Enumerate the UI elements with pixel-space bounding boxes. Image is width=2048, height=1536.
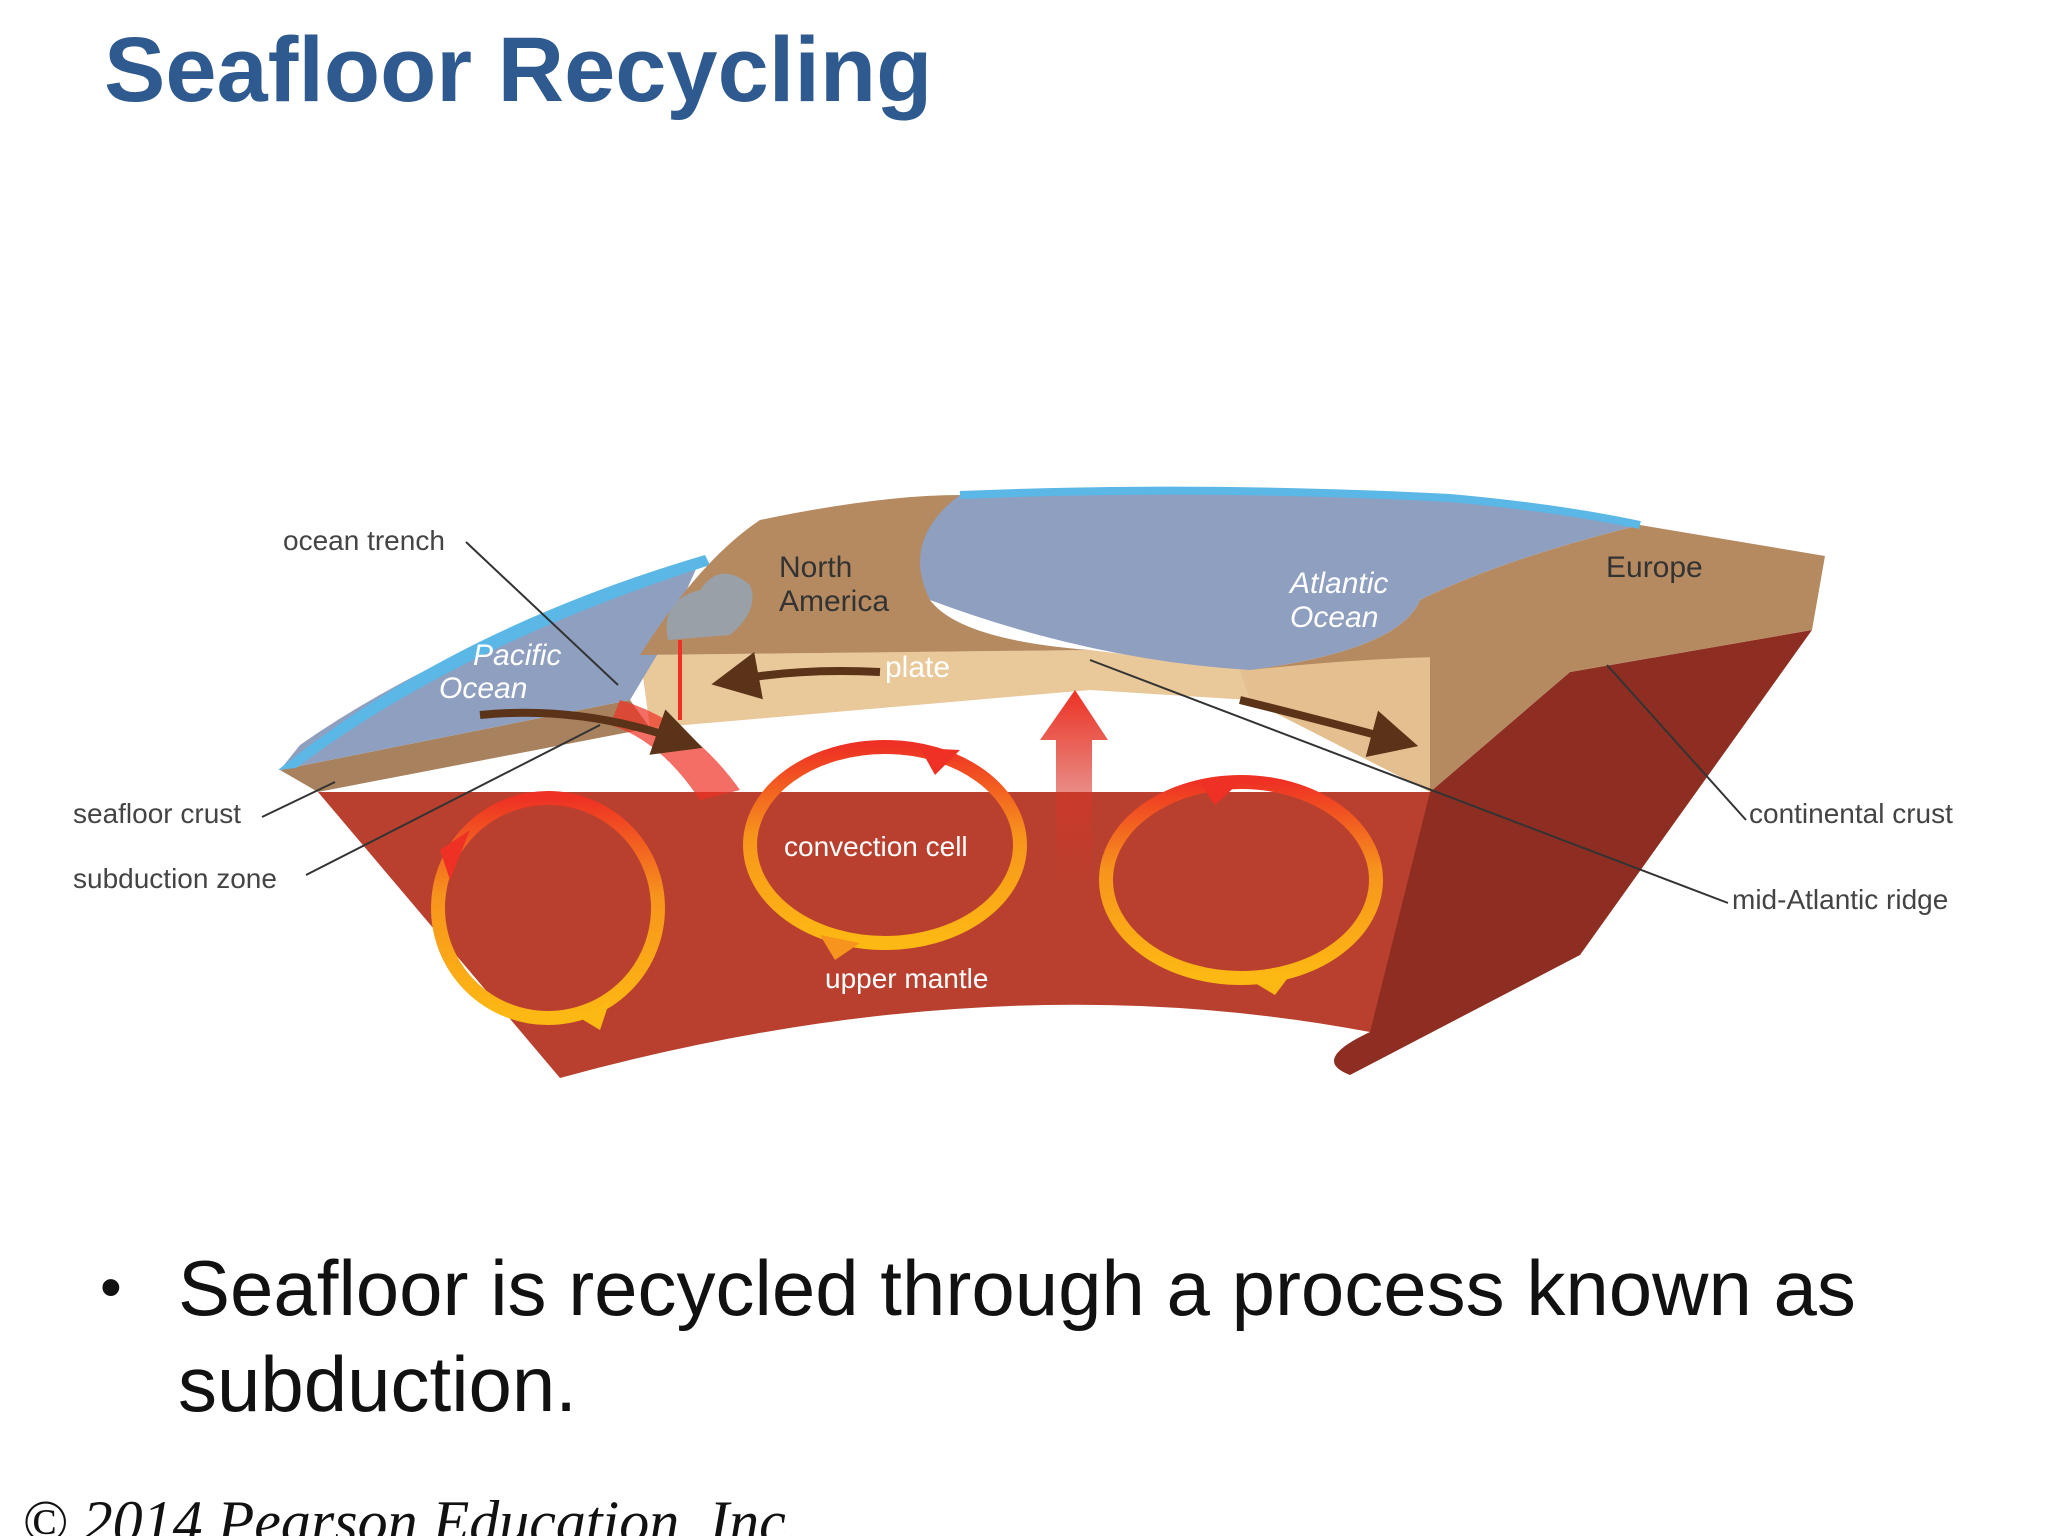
convection-cell-left [431, 791, 665, 1025]
bullet-item: • Seafloor is recycled through a process… [100, 1240, 1980, 1432]
europe-land [1250, 525, 1825, 670]
mid-atlantic-ridge-leader [1089, 659, 1729, 904]
label-subduction-zone: subduction zone [73, 863, 277, 894]
label-pacific-2: Ocean [439, 672, 527, 705]
label-ocean-trench: ocean trench [283, 525, 445, 556]
label-europe: Europe [1606, 551, 1703, 584]
plate-arrow-left [711, 652, 881, 700]
convection-cell-center-arrow-top [920, 748, 960, 775]
volcano-plume [666, 573, 753, 640]
convection-cell-center-arrow-bottom [820, 935, 860, 960]
copyright-notice: © 2014 Pearson Education, Inc. [22, 1489, 801, 1536]
sea-edge [278, 555, 710, 770]
label-pacific-1: Pacific [473, 639, 561, 672]
label-continental-crust: continental crust [1749, 798, 1953, 829]
crust-right-edge [1430, 556, 1825, 792]
label-north-america-2: America [779, 585, 889, 618]
bullet-list: • Seafloor is recycled through a process… [100, 1240, 1980, 1432]
plate-arrow-right [1239, 696, 1419, 758]
convection-cell-right-arrow-top [1200, 782, 1240, 805]
bullet-dot: • [100, 1253, 122, 1322]
subduction-arrow [479, 708, 703, 755]
label-atlantic-2: Ocean [1290, 601, 1378, 634]
mantle-side-face [1334, 630, 1812, 1075]
subduction-zone-leader [305, 724, 601, 876]
slide-title: Seafloor Recycling [104, 19, 933, 121]
label-atlantic-1: Atlantic [1288, 567, 1388, 600]
convection-cell-left-arrow-bottom [580, 1000, 610, 1030]
rising-magma-arrow [1040, 690, 1108, 880]
atlantic-surface [920, 490, 1640, 670]
continental-crust-leader [1606, 664, 1747, 821]
label-mid-atlantic-ridge: mid-Atlantic ridge [1732, 884, 1948, 915]
convection-cell-right [1099, 775, 1383, 985]
ocean-trench-leader [465, 541, 619, 686]
label-plate: plate [885, 651, 950, 684]
label-north-america-1: North [779, 551, 852, 584]
label-upper-mantle: upper mantle [825, 963, 988, 994]
label-convection-cell: convection cell [784, 831, 968, 862]
bullet-text: Seafloor is recycled through a process k… [178, 1244, 1856, 1428]
atlantic-top-edge [959, 486, 1641, 529]
convection-cell-center [743, 740, 1027, 950]
seafloor-crust-band [280, 700, 650, 792]
seafloor-crust-leader [261, 781, 336, 818]
pacific-surface [280, 560, 700, 770]
convection-cell-right-arrow-bottom [1250, 975, 1290, 995]
label-seafloor-crust: seafloor crust [73, 798, 241, 829]
north-america-land [640, 495, 1090, 655]
convection-cell-left-arrow-top [440, 830, 470, 880]
